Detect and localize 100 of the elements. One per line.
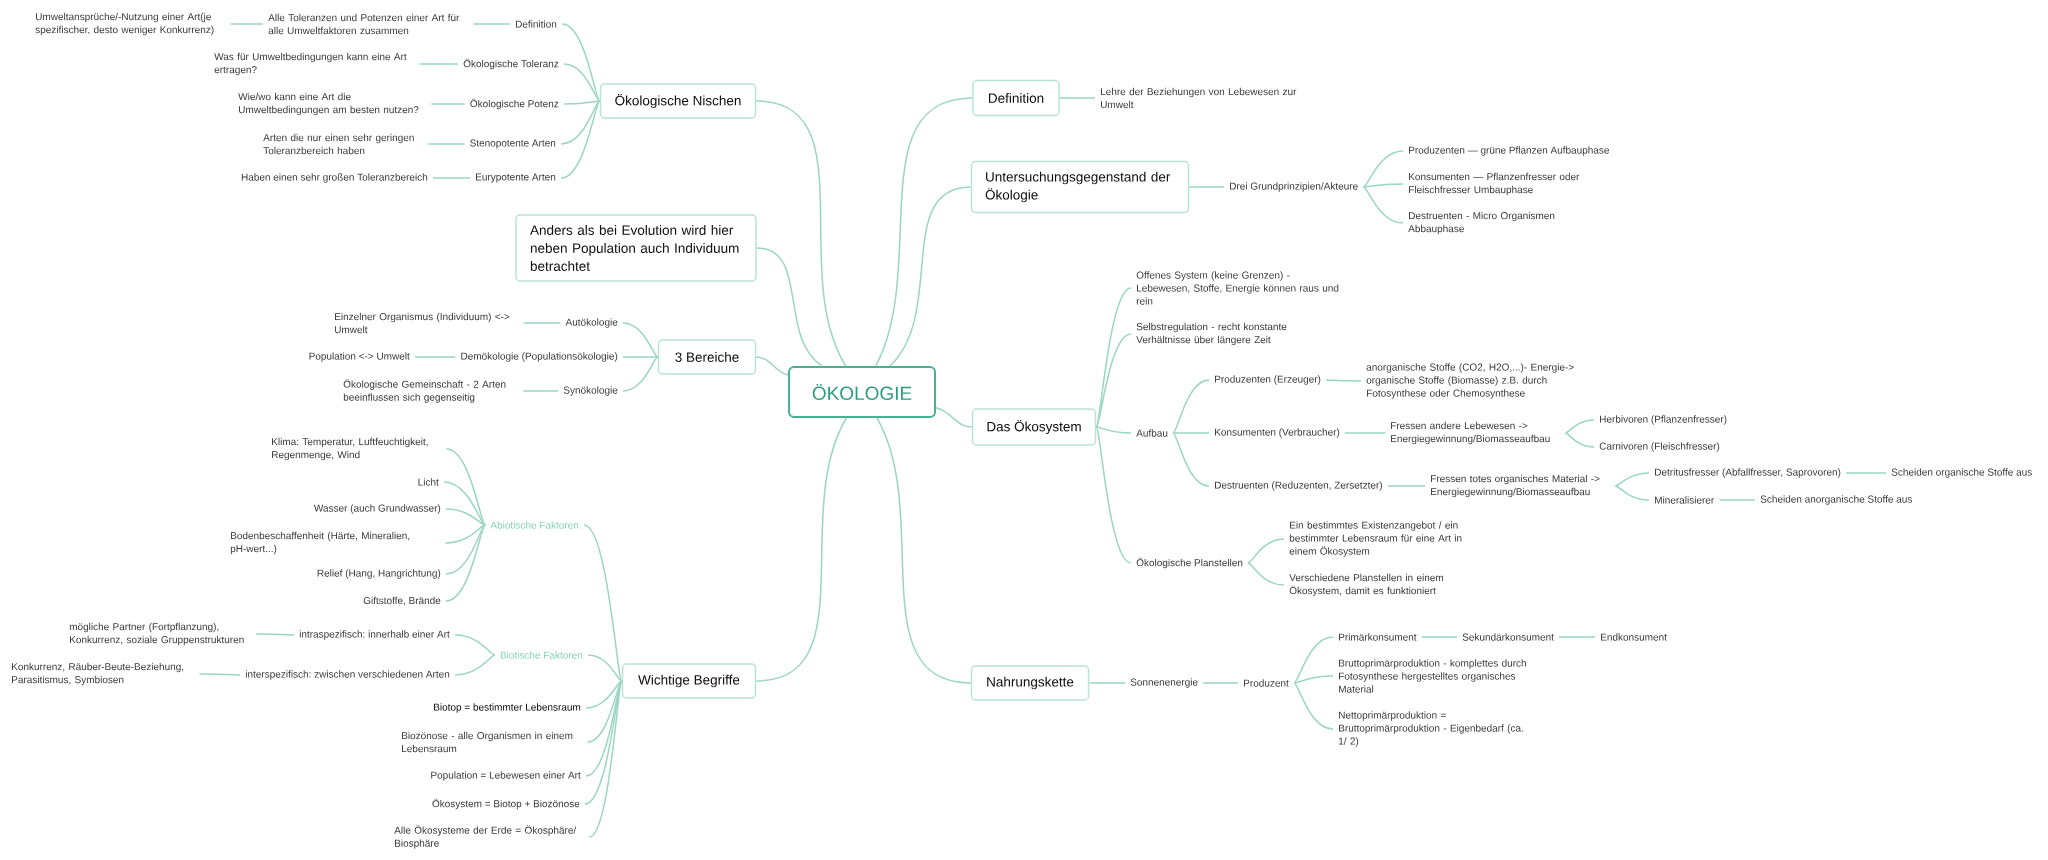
topic-box: Ökologische Nischen: [599, 83, 757, 119]
branch-line: [418, 63, 459, 65]
subtopic-label: Population = Lebewesen einer Art: [431, 771, 581, 781]
subtopic-label: Konsumenten — Pflanzenfresser oder Fleischfresser Umbauphase: [1409, 172, 1580, 196]
subtopic-label: Eurypotente Arten: [476, 173, 556, 183]
branch-line: [756, 247, 823, 367]
topic-box: 3 Bereiche: [657, 339, 757, 375]
branch-line: [1718, 499, 1756, 501]
subtopic-label: Herbivoren (Pflanzenfresser): [1600, 415, 1727, 425]
subtopic-label: intraspezifisch: innerhalb einer Art: [299, 630, 450, 640]
subtopic-label: Fressen andere Lebewesen -> Energiegewinnung/Biomasseaufbau: [1391, 421, 1550, 445]
subtopic-label: Biotop = bestimmter Lebensraum: [434, 703, 581, 713]
branch-line: [1095, 426, 1132, 564]
subtopic-label: Biotische Faktoren: [500, 651, 583, 659]
subtopic-label: Giftstoffe, Brände: [363, 596, 441, 606]
branch-line: [1344, 432, 1386, 434]
subtopic-label: interspezifisch: zwischen verschiedenen Arten: [245, 670, 450, 680]
branch-line: [1564, 419, 1595, 434]
branch-line: [560, 100, 601, 145]
branch-line: [1188, 186, 1225, 188]
branch-line: [1172, 432, 1210, 487]
topic-box: Wichtige Begriffe: [621, 663, 757, 699]
branch-line: [1172, 379, 1210, 434]
branch-line: [1614, 472, 1650, 487]
subtopic-label: Demökologie (Populationsökologie): [461, 352, 618, 362]
branch-line: [472, 23, 511, 25]
subtopic-label: Licht: [418, 478, 439, 486]
subtopic-label: Fressen totes organisches Material -> Energiegewinnung/Biomasseaufbau: [1431, 474, 1600, 498]
topic-box: Untersuchungsgegenstand der Ökologie: [970, 160, 1190, 214]
central-topic-box: ÖKOLOGIE: [788, 366, 936, 418]
branch-line: [1362, 150, 1404, 188]
subtopic-label: anorganische Stoffe (CO2, H2O,...)- Energie-> organische Stoffe (Biomasse) z.B. durch Fotosynthese oder Chemosynthese: [1366, 363, 1574, 399]
branch-line: [445, 524, 486, 602]
subtopic-label: Ein bestimmtes Existenzangebot / ein bestimmter Lebensraum für eine Art in einem Ökosystem: [1289, 521, 1462, 557]
branch-line: [588, 680, 623, 838]
subtopic-label: Aufbau: [1136, 429, 1168, 437]
subtopic-label: Ökosystem = Biotop + Biozönose: [432, 798, 580, 810]
branch-line: [1293, 675, 1334, 684]
subtopic-label: Stenopotente Arten: [470, 139, 556, 149]
branch-line: [622, 356, 659, 392]
branch-line: [1421, 636, 1458, 638]
subtopic-label: Produzenten — grüne Pflanzen Aufbauphase: [1409, 146, 1609, 156]
subtopic-label: Relief (Hang, Hangrichtung): [317, 569, 441, 579]
topic-box: Nahrungskette: [970, 665, 1090, 701]
subtopic-label: Wasser (auch Grundwasser): [313, 504, 441, 514]
subtopic-label: Ökologische Gemeinschaft - 2 Arten beeinflussen sich gegenseitig: [343, 379, 506, 403]
branch-line: [1172, 432, 1210, 434]
branch-line: [443, 481, 486, 526]
branch-line: [1247, 538, 1285, 564]
branch-line: [1558, 636, 1596, 638]
branch-line: [430, 103, 466, 105]
subtopic-label: Synökologie: [563, 386, 618, 396]
branch-line: [255, 633, 295, 636]
branch-line: [1362, 186, 1404, 224]
branch-line: [1095, 287, 1132, 428]
subtopic-label: Detritusfresser (Abfallfresser, Saprovoren): [1655, 468, 1841, 478]
subtopic-label: Population <-> Umwelt: [309, 352, 410, 362]
subtopic-label: Carnivoren (Fleischfresser): [1599, 442, 1720, 452]
branch-line: [454, 654, 496, 676]
branch-line: [1247, 562, 1285, 586]
branch-line: [1564, 432, 1595, 448]
topic-box: Anders als bei Evolution wird hier neben Population auch Individuum betrachtet: [515, 214, 757, 282]
branch-line: [876, 417, 972, 684]
branch-line: [586, 680, 623, 743]
subtopic-label: Verschiedene Planstellen in einem Ökosystem, damit es funktioniert: [1289, 573, 1444, 597]
subtopic-label: Scheiden organische Stoffe aus: [1891, 468, 2032, 478]
branch-line: [875, 97, 973, 367]
subtopic-label: Mineralisierer: [1655, 496, 1715, 504]
branch-line: [1088, 682, 1126, 684]
branch-line: [755, 100, 847, 367]
subtopic-label: Primärkonsument: [1339, 633, 1417, 641]
subtopic-label: Alle Toleranzen und Potenzen einer Art für alle Umweltfaktoren zusammen: [268, 13, 460, 35]
subtopic-label: Offenes System (keine Grenzen) - Lebewesen, Stoffe, Energie können raus und rein: [1136, 271, 1339, 305]
subtopic-label: Arten die nur einen sehr geringen Toleranzbereich haben: [263, 133, 414, 155]
branch-line: [1362, 183, 1404, 188]
subtopic-label: mögliche Partner (Fortpflanzung), Konkurrenz, soziale Gruppenstrukturen: [69, 622, 244, 646]
branch-line: [585, 680, 623, 709]
subtopic-label: Autökologie: [565, 318, 618, 328]
branch-line: [622, 356, 659, 358]
subtopic-label: Bodenbeschaffenheit (Härte, Mineralien, pH-wert...): [230, 531, 410, 555]
branch-line: [229, 23, 264, 25]
subtopic-label: Endkonsument: [1601, 633, 1667, 641]
subtopic-label: Definition: [515, 20, 557, 28]
subtopic-label: Sonnenenergie: [1130, 678, 1198, 688]
branch-line: [1293, 682, 1334, 730]
subtopic-label: Biozönose - alle Organismen in einem Lebensraum: [402, 731, 573, 753]
branch-line: [561, 23, 601, 102]
branch-line: [445, 508, 486, 526]
subtopic-label: Wie/wo kann eine Art die Umweltbedingungen am besten nutzen?: [238, 92, 419, 116]
branch-line: [889, 186, 972, 367]
branch-line: [1614, 485, 1650, 501]
subtopic-label: Haben einen sehr großen Toleranzbereich: [241, 173, 428, 183]
subtopic-label: Lehre der Beziehungen von Lebewesen zur Umwelt: [1101, 87, 1297, 109]
branch-line: [522, 390, 559, 392]
branch-line: [1202, 682, 1239, 684]
branch-line: [1095, 333, 1132, 428]
subtopic-label: Selbstregulation - recht konstante Verhältnisse über längere Zeit: [1136, 322, 1287, 346]
subtopic-label: Einzelner Organismus (Individuum) <-> Umwelt: [334, 312, 510, 334]
subtopic-label: Was für Umweltbedingungen kann eine Art ertragen?: [214, 52, 407, 76]
branch-line: [522, 322, 562, 324]
